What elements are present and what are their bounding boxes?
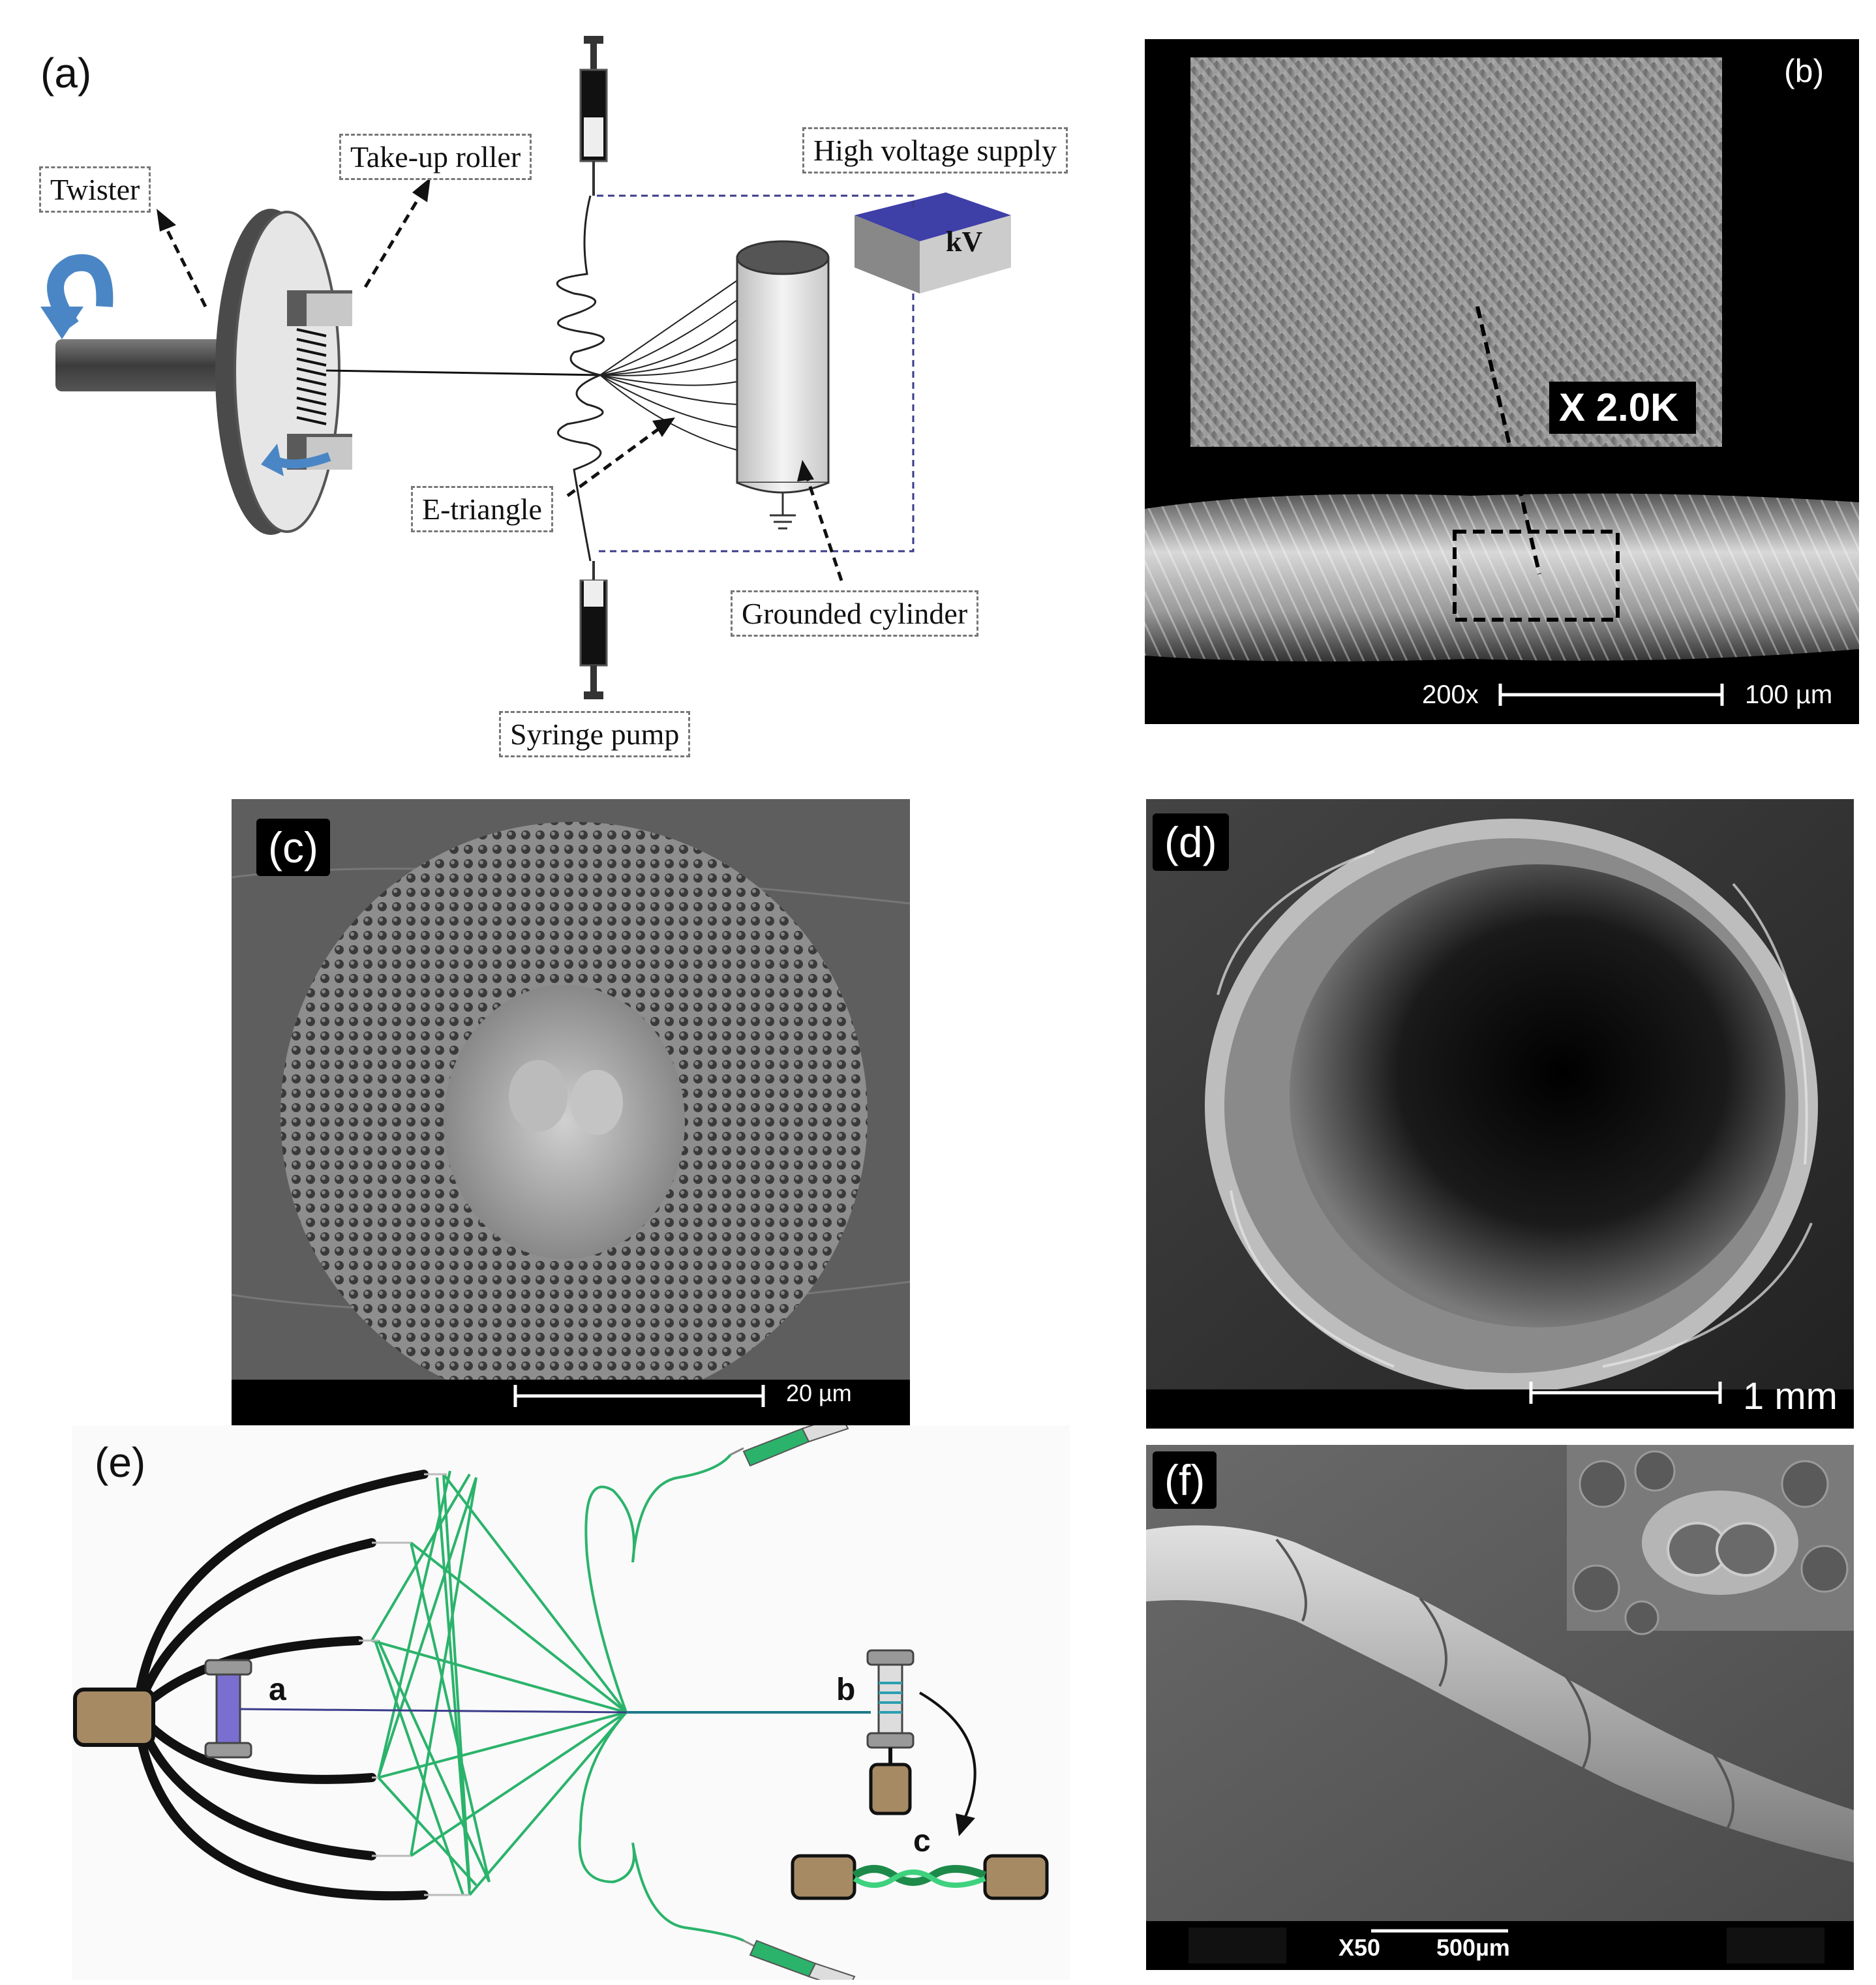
label-c: c	[913, 1824, 931, 1858]
panel-b-magnification: 200x	[1422, 680, 1479, 709]
jet-bottom	[578, 1711, 744, 1942]
label-twister: Twister	[39, 166, 151, 213]
high-voltage-box-icon	[855, 192, 1011, 294]
panel-f-micrograph	[1146, 1445, 1854, 1970]
jet-top	[584, 1453, 732, 1713]
rotation-arrow-icon	[47, 254, 113, 331]
twisted-yarn-c-icon	[791, 1854, 1049, 1900]
panel-b-inset-magnification: X 2.0K	[1559, 386, 1679, 429]
label-b: b	[836, 1673, 856, 1707]
panel-d-letter: (d)	[1153, 813, 1229, 871]
label-high-voltage-supply: High voltage supply	[802, 127, 1068, 174]
yarn-line-a	[239, 1708, 627, 1714]
panel-d-micrograph	[1146, 799, 1854, 1429]
panel-c-scale: 20 µm	[786, 1380, 852, 1406]
syringe-bottom-green-icon	[743, 1939, 856, 1980]
panel-f-scale: 500µm	[1436, 1934, 1510, 1961]
syringe-bottom-icon	[579, 561, 608, 699]
label-e-triangle: E-triangle	[411, 486, 553, 532]
label-take-up-roller: Take-up roller	[339, 134, 532, 180]
syringe-top-green-icon	[730, 1425, 849, 1467]
panel-d-scale: 1 mm	[1743, 1375, 1838, 1417]
panel-b-letter: (b)	[1784, 53, 1824, 89]
panel-f-letter: (f)	[1153, 1451, 1217, 1509]
motor-box-left	[73, 1688, 155, 1747]
label-a: a	[269, 1673, 286, 1707]
label-syringe-pump: Syringe pump	[499, 711, 691, 757]
panel-e-schematic	[73, 1425, 1049, 1980]
label-kv: kV	[946, 226, 983, 258]
yarn-line	[325, 369, 601, 376]
panel-b: (b) X 2.0K 200x 100 µm	[1145, 39, 1859, 724]
twister-rod	[55, 339, 251, 391]
panel-a-letter: (a)	[40, 50, 92, 97]
panel-c-letter: (c)	[256, 819, 330, 876]
panel-c: (c) 20 µm	[232, 799, 910, 1429]
label-grounded-cylinder: Grounded cylinder	[731, 590, 979, 637]
panel-d: (d) 1 mm	[1146, 799, 1854, 1429]
panel-b-micrograph	[1145, 57, 1859, 706]
syringe-top-icon	[579, 36, 608, 196]
panel-c-micrograph	[232, 799, 910, 1429]
grounded-cylinder-icon	[736, 240, 830, 530]
panel-f-magnification: X50	[1339, 1934, 1381, 1961]
panel-a-schematic	[40, 36, 1011, 699]
spool-a-icon	[204, 1659, 252, 1759]
panel-f: (f) X50 500µm	[1146, 1445, 1854, 1970]
spool-b-icon	[866, 1649, 915, 1815]
panel-e-letter: (e)	[95, 1439, 146, 1486]
panel-a: (a) Twister Take-up roller High voltage …	[0, 0, 1122, 783]
panel-b-scale: 100 µm	[1745, 680, 1833, 709]
panel-e: (e) a b c	[72, 1425, 1070, 1980]
